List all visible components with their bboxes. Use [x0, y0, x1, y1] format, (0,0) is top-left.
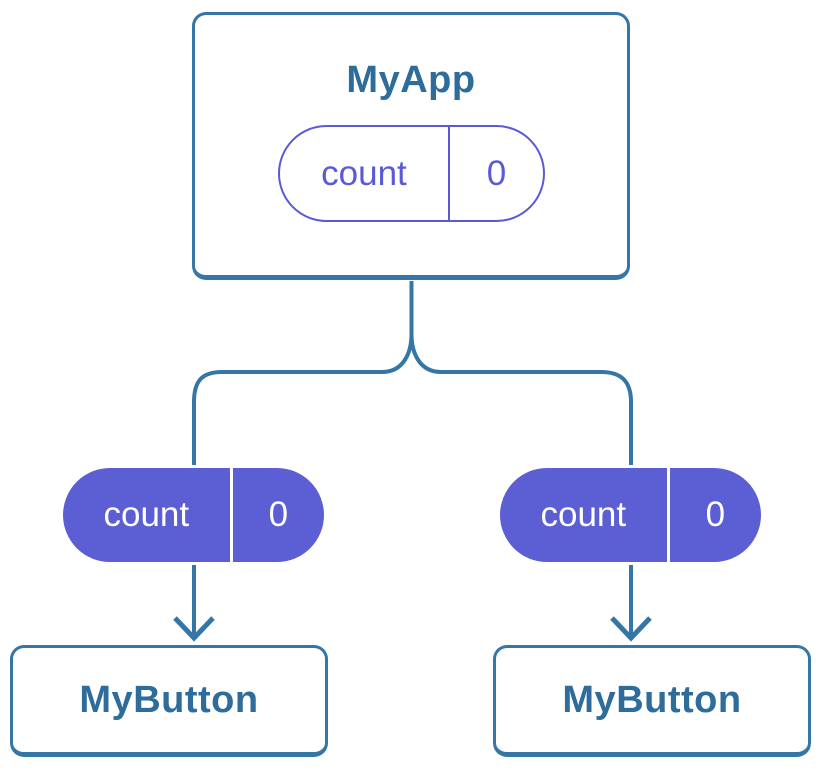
branch-line-left	[192, 281, 414, 636]
state-pill-myapp: count 0	[277, 125, 545, 222]
arrow-down-icon-right	[610, 616, 652, 642]
prop-pill-right-name: count	[500, 468, 670, 562]
prop-pill-left-name: count	[63, 468, 233, 562]
node-mybutton-right-label: MyButton	[562, 678, 742, 721]
state-pill-name: count	[280, 127, 451, 220]
node-mybutton-left-label: MyButton	[79, 678, 259, 721]
state-pill-value: 0	[486, 153, 507, 193]
branch-line-right	[409, 281, 633, 636]
prop-pill-left-value: 0	[268, 495, 289, 534]
node-myapp-label: MyApp	[346, 59, 476, 101]
prop-pill-right-value: 0	[705, 495, 726, 534]
node-mybutton-left: MyButton	[10, 645, 328, 757]
prop-pill-left: count 0	[60, 465, 327, 565]
arrow-down-icon-left	[173, 616, 215, 642]
node-mybutton-right: MyButton	[493, 645, 811, 757]
prop-pill-right: count 0	[497, 465, 764, 565]
node-myapp: MyApp count 0	[192, 12, 630, 280]
